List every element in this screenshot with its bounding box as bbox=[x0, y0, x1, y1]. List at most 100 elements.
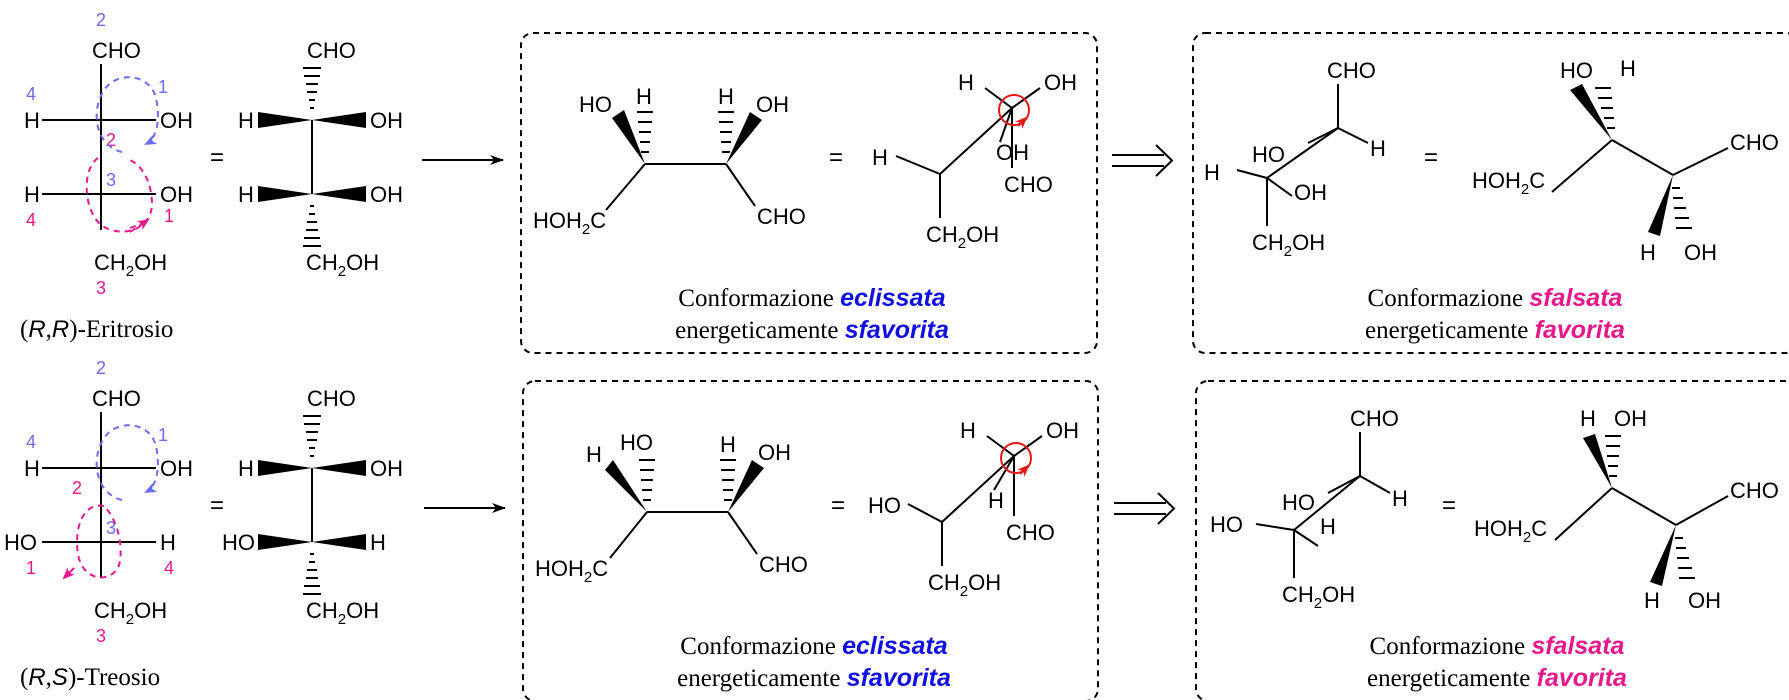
eclipsed-conformation-box: HO H H OH HOH2C CHO = H H OH OH CHO CH2O… bbox=[520, 32, 1098, 354]
wedge-projection-threose: CHO H OH HO H CH2OH bbox=[222, 386, 403, 628]
ho-label: HO bbox=[1282, 490, 1315, 515]
oh-label: OH bbox=[370, 108, 403, 133]
equals-sign: = bbox=[831, 492, 845, 519]
ho-label: HO bbox=[620, 430, 653, 455]
h-label: H bbox=[872, 145, 888, 170]
h-label: H bbox=[1320, 514, 1336, 539]
h-label: H bbox=[1644, 588, 1660, 613]
oh-label: OH bbox=[370, 182, 403, 207]
oh-label: OH bbox=[1044, 70, 1077, 95]
ch2oh-label: CH2OH bbox=[306, 250, 379, 280]
oh-label: OH bbox=[1294, 180, 1327, 205]
caption-line-1: Conformazione sfalsata bbox=[1370, 632, 1625, 660]
ho-label: HO bbox=[1210, 512, 1243, 537]
number-1-blue: 1 bbox=[158, 77, 168, 97]
oh-label: OH bbox=[160, 456, 193, 481]
oh-label: OH bbox=[1684, 240, 1717, 265]
cho-label: CHO bbox=[1004, 172, 1053, 197]
h-label: H bbox=[636, 84, 652, 109]
ch2oh-label: CH2OH bbox=[926, 222, 999, 252]
equals-sign: = bbox=[210, 492, 224, 519]
h-label: H bbox=[720, 432, 736, 457]
caption-line-2: energeticamente sfavorita bbox=[675, 316, 949, 344]
h-label: H bbox=[24, 108, 40, 133]
h-label: H bbox=[586, 442, 602, 467]
oh-label: OH bbox=[1614, 406, 1647, 431]
hoh2c-label: HOH2C bbox=[1472, 168, 1545, 198]
cho-label: CHO bbox=[757, 204, 806, 229]
equals-sign: = bbox=[1442, 492, 1456, 519]
equals-sign: = bbox=[829, 144, 843, 171]
ch2oh-label: CH2OH bbox=[928, 570, 1001, 600]
compound-name-erythrose: (R,R)-Eritrosio bbox=[20, 316, 173, 343]
h-label: H bbox=[24, 182, 40, 207]
number-2-pink: 2 bbox=[106, 130, 116, 150]
oh-label: OH bbox=[756, 92, 789, 117]
oh-label: OH bbox=[1046, 418, 1079, 443]
ch2oh-label: CH2OH bbox=[94, 250, 167, 280]
cho-label: CHO bbox=[1327, 58, 1376, 83]
double-arrow bbox=[1114, 492, 1176, 525]
h-label: H bbox=[718, 84, 734, 109]
fischer-projection-threose: 2 CHO 4 H OH 1 2 3 HO H 1 4 CH2OH 3 bbox=[4, 358, 193, 646]
number-4-pink: 4 bbox=[26, 210, 36, 230]
hoh2c-label: HOH2C bbox=[535, 556, 608, 586]
ho-label: HO bbox=[4, 530, 37, 555]
ho-label: HO bbox=[579, 92, 612, 117]
number-3-pink: 3 bbox=[96, 626, 106, 646]
caption-line-2: energeticamente favorita bbox=[1367, 664, 1627, 692]
hoh2c-label: HOH2C bbox=[1474, 516, 1547, 546]
h-label: H bbox=[160, 530, 176, 555]
staggered-conformation-box: CHO HO H H OH CH2OH = HO H bbox=[1192, 32, 1789, 354]
cho-label: CHO bbox=[307, 38, 356, 63]
h-label: H bbox=[238, 182, 254, 207]
oh-label: OH bbox=[996, 140, 1029, 165]
h-label: H bbox=[238, 108, 254, 133]
h-label: H bbox=[24, 456, 40, 481]
equals-sign: = bbox=[210, 144, 224, 171]
eclipsed-conformation-box: H HO H OH HOH2C CHO = HO H OH H CHO CH2O… bbox=[522, 380, 1099, 700]
cho-label: CHO bbox=[1730, 130, 1779, 155]
cho-label: CHO bbox=[1006, 520, 1055, 545]
oh-label: OH bbox=[370, 456, 403, 481]
number-2-blue: 2 bbox=[96, 358, 106, 378]
h-label: H bbox=[1620, 56, 1636, 81]
h-label: H bbox=[1370, 136, 1386, 161]
cho-label: CHO bbox=[307, 386, 356, 411]
hoh2c-label: HOH2C bbox=[533, 208, 606, 238]
equals-sign: = bbox=[1424, 144, 1438, 171]
cho-label: CHO bbox=[1730, 478, 1779, 503]
number-4-pink: 4 bbox=[164, 558, 174, 578]
h-label: H bbox=[988, 488, 1004, 513]
ho-label: HO bbox=[222, 530, 255, 555]
oh-label: OH bbox=[1688, 588, 1721, 613]
ho-label: HO bbox=[1252, 142, 1285, 167]
caption-line-1: Conformazione sfalsata bbox=[1368, 284, 1623, 312]
fischer-projection-erythrose: 2 CHO 4 H OH 1 2 3 H OH 4 1 CH2OH 3 bbox=[24, 10, 193, 298]
number-4-blue: 4 bbox=[26, 84, 36, 104]
number-1-pink: 1 bbox=[164, 206, 174, 226]
h-label: H bbox=[1580, 406, 1596, 431]
caption-line-1: Conformazione eclissata bbox=[678, 284, 946, 312]
number-1-blue: 1 bbox=[158, 425, 168, 445]
cho-label: CHO bbox=[759, 552, 808, 577]
h-label: H bbox=[1204, 160, 1220, 185]
number-3-blue: 3 bbox=[106, 170, 116, 190]
number-4-blue: 4 bbox=[26, 432, 36, 452]
number-2-blue: 2 bbox=[96, 10, 106, 30]
ho-label: HO bbox=[1560, 58, 1593, 83]
caption-line-2: energeticamente sfavorita bbox=[677, 664, 951, 692]
number-2-pink: 2 bbox=[72, 478, 82, 498]
h-label: H bbox=[370, 530, 386, 555]
h-label: H bbox=[238, 456, 254, 481]
cho-label: CHO bbox=[1350, 406, 1399, 431]
number-3-pink: 3 bbox=[96, 278, 106, 298]
ho-label: HO bbox=[868, 493, 901, 518]
compound-name-threose: (R,S)-Treosio bbox=[20, 664, 160, 691]
number-1-pink: 1 bbox=[26, 558, 36, 578]
oh-label: OH bbox=[160, 182, 193, 207]
row-threose: 2 CHO 4 H OH 1 2 3 HO H 1 4 CH2OH 3 (R,S… bbox=[4, 358, 1789, 700]
row-erythrose: 2 CHO 4 H OH 1 2 3 H OH 4 1 CH2OH 3 (R,R… bbox=[20, 10, 1789, 354]
h-label: H bbox=[960, 418, 976, 443]
